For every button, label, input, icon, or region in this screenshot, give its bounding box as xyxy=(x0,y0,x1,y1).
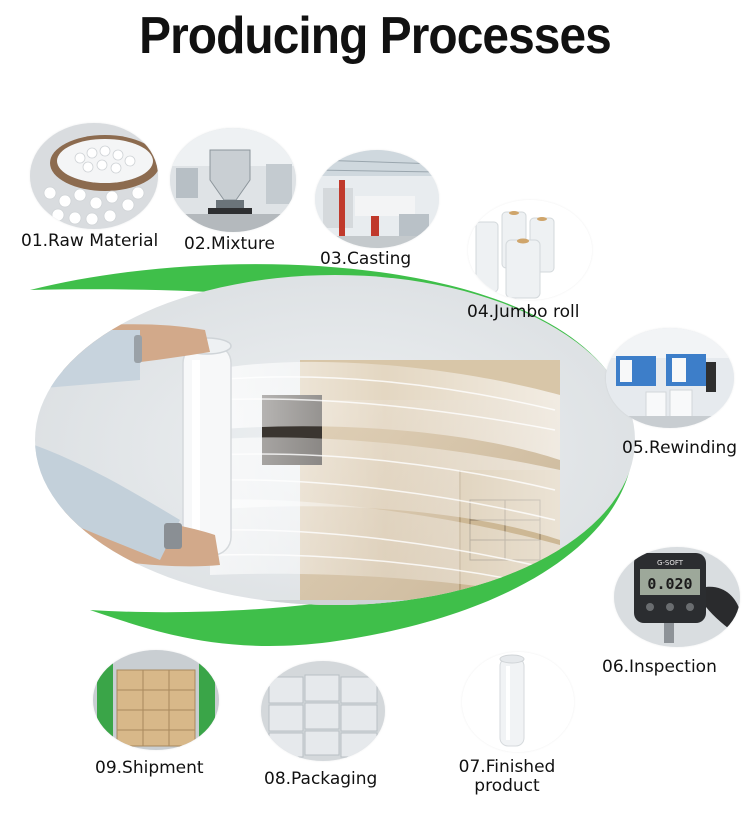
casting-photo xyxy=(315,150,439,248)
step-label-casting: 03.Casting xyxy=(320,249,412,269)
page-title: Producing Processes xyxy=(139,7,612,65)
step-label-rewinding: 05.Rewinding xyxy=(622,438,738,458)
step-label-mixture: 02.Mixture xyxy=(184,234,276,254)
gauge-brand: G-SOFT xyxy=(657,559,684,567)
shipment-photo xyxy=(93,650,219,750)
raw-material-photo xyxy=(30,123,158,229)
step-label-raw-material: 01.Raw Material xyxy=(21,231,159,251)
step-label-finished-product: 07.Finished product xyxy=(458,757,556,796)
step-label-inspection: 06.Inspection xyxy=(602,657,717,677)
step-label-jumbo-roll: 04.Jumbo roll xyxy=(467,302,580,322)
rewinding-photo xyxy=(606,328,734,428)
jumbo-roll-photo xyxy=(468,200,592,300)
step-label-shipment: 09.Shipment xyxy=(95,758,204,778)
mixture-photo xyxy=(170,128,296,232)
step-label-packaging: 08.Packaging xyxy=(264,769,378,789)
gauge-reading: 0.020 xyxy=(647,575,692,593)
inspection-photo: G-SOFT 0.020 xyxy=(614,547,740,647)
packaging-photo xyxy=(261,661,385,761)
finished-product-photo xyxy=(462,652,574,752)
